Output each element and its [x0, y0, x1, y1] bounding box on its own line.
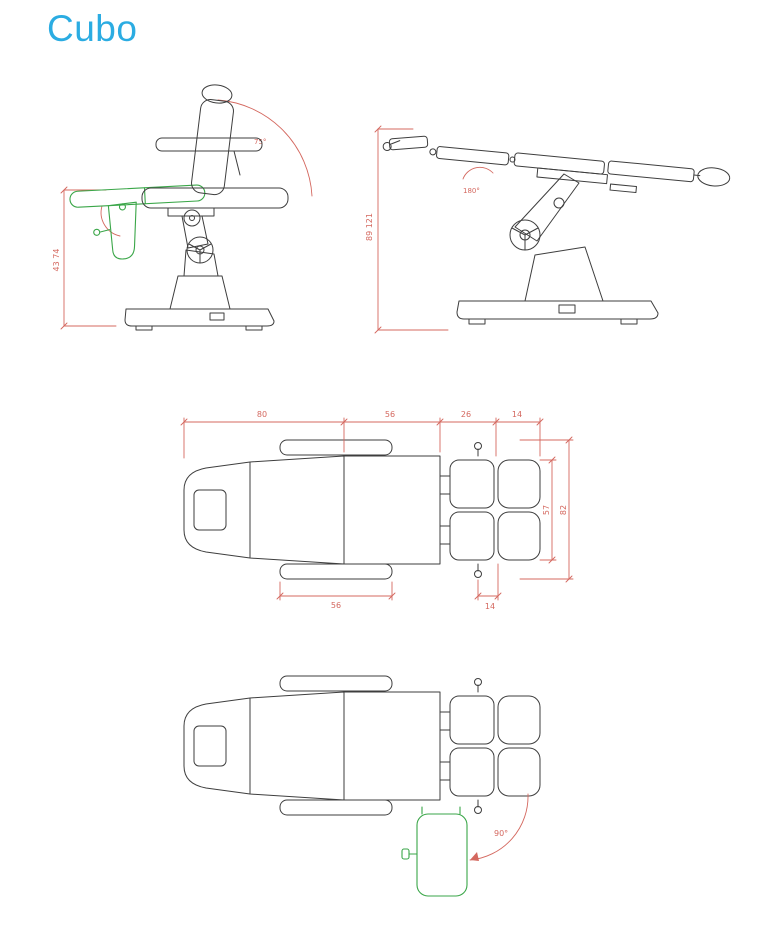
side-view-reclined-drawing: 89 121 180° — [365, 125, 731, 334]
rotation-angle-label: 90° — [494, 829, 508, 838]
reclined-height-dimension: 89 121 — [365, 125, 449, 334]
flat-angle-annotation: 180° — [462, 166, 494, 195]
footplate-rotation-arc: 90° — [469, 793, 529, 861]
dim-56-top: 56 — [385, 410, 395, 419]
top-view-footrest-drawing: 90° — [183, 675, 541, 897]
bottom-dimensions: 56 14 — [276, 563, 502, 611]
dim-56-bottom: 56 — [331, 601, 341, 610]
dim-80: 80 — [257, 410, 267, 419]
top-view-dimensions-drawing: 80 56 26 14 57 82 56 — [180, 410, 574, 611]
dim-82: 82 — [559, 505, 568, 515]
footrest-fold-arc — [100, 205, 121, 237]
height-dimension: 43 74 — [52, 186, 117, 330]
chair-plan-outline — [183, 439, 541, 580]
backrest-angle-label: 75° — [254, 138, 266, 146]
backrest-recline-arc: 75° — [217, 99, 313, 197]
reclined-height-label: 89 121 — [365, 213, 374, 241]
flat-angle-label: 180° — [463, 187, 480, 195]
dim-14-bottom: 14 — [485, 602, 495, 611]
chair-side-outline — [124, 84, 289, 331]
right-dimensions: 57 82 — [519, 436, 574, 583]
reclined-chair-top — [382, 135, 731, 194]
height-range-label: 43 74 — [52, 249, 61, 272]
dim-26: 26 — [461, 410, 471, 419]
chair-plan-outline-2 — [183, 675, 541, 816]
dim-57: 57 — [542, 505, 551, 515]
dim-14-top: 14 — [512, 410, 522, 419]
page-title: Cubo — [47, 8, 138, 49]
top-dimension-chain: 80 56 26 14 — [180, 410, 544, 459]
reclined-chair-column — [456, 173, 659, 325]
alternate-seat-position — [69, 184, 206, 260]
side-view-upright-drawing: 43 74 75° — [52, 84, 313, 331]
alternate-footplate-position — [401, 806, 468, 897]
